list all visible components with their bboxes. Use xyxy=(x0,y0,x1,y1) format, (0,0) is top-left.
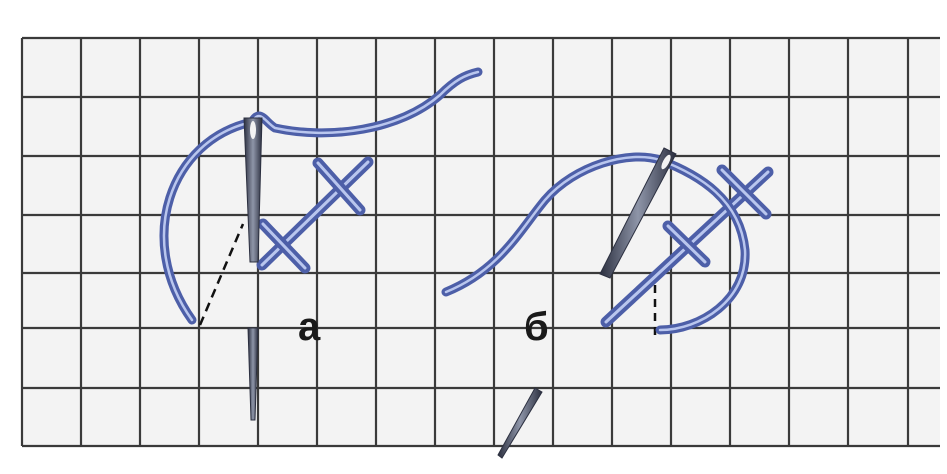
label-a: а xyxy=(298,305,321,349)
grid-background xyxy=(22,38,940,446)
cross-stitch-icon xyxy=(256,156,374,274)
needle-tip-icon xyxy=(497,387,543,459)
stitch-example-a: а xyxy=(159,67,483,421)
needle-tip-icon xyxy=(247,327,259,421)
embroidery-needle-icon xyxy=(243,117,263,263)
embroidery-thread-icon xyxy=(159,67,483,325)
guide-line-a xyxy=(198,223,245,326)
stitch-example-b: б xyxy=(441,147,774,459)
embroidery-needle-icon xyxy=(599,147,677,279)
cross-stitch-icon xyxy=(600,164,774,328)
label-b: б xyxy=(524,305,549,349)
canvas-grid xyxy=(20,36,940,448)
